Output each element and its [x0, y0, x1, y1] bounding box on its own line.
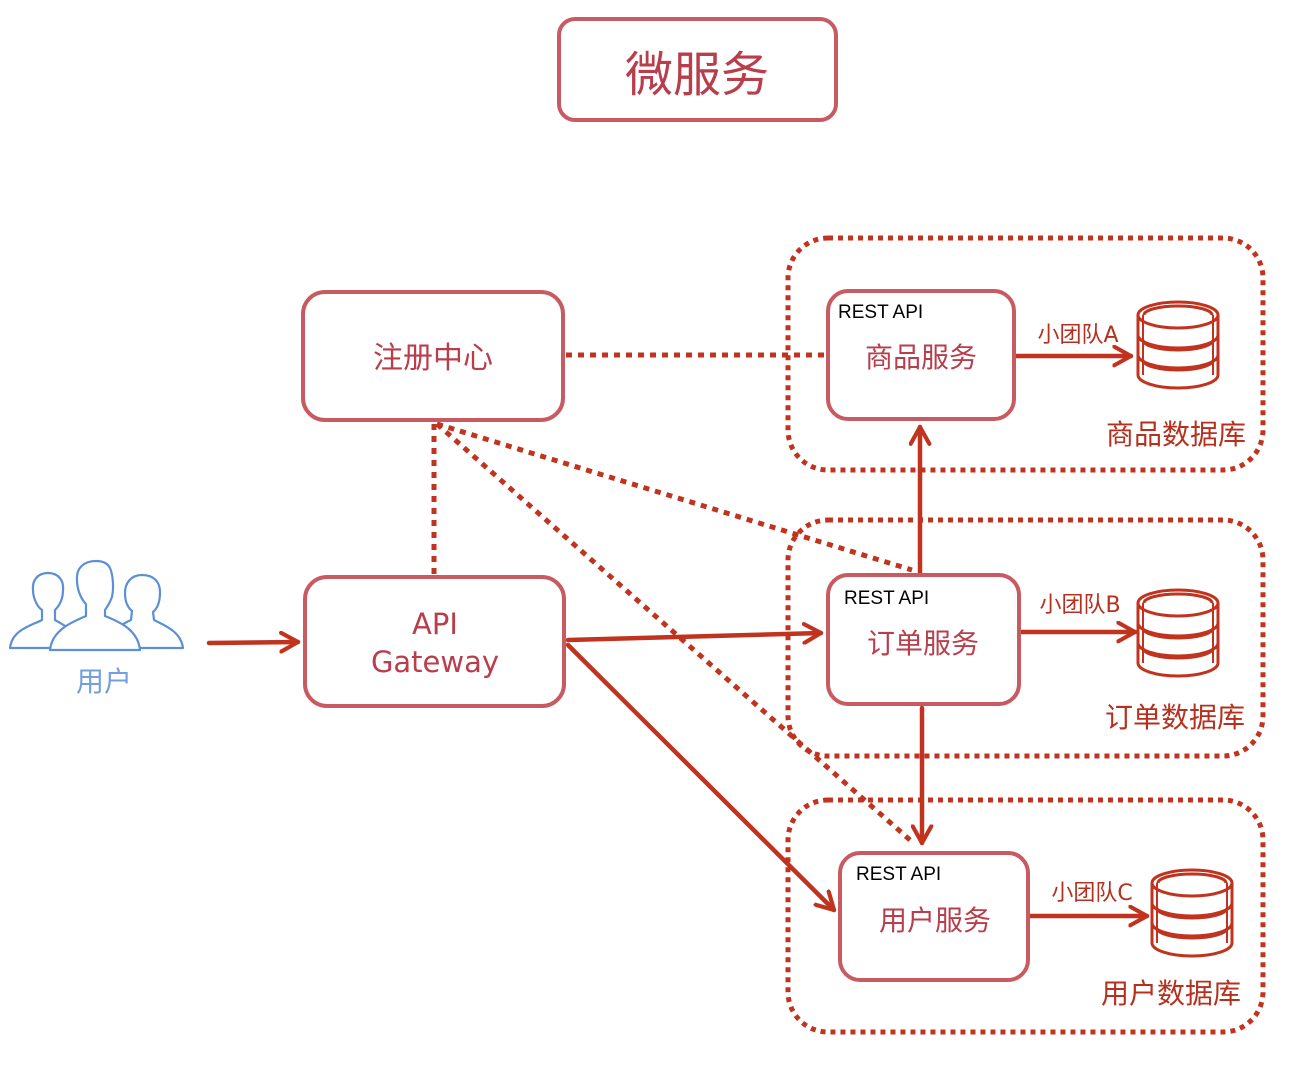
team-c-label: 小团队C [1051, 881, 1132, 906]
user-db-label: 用户数据库 [1101, 977, 1241, 1010]
database-icon [1136, 300, 1220, 390]
title-box: 微服务 [557, 17, 838, 122]
database-icon-stroke [1136, 315, 1220, 390]
database-icon-stroke [1155, 927, 1229, 940]
database-icon-stroke [1142, 592, 1214, 604]
gateway-label-line1: API [412, 607, 458, 641]
database-icon-stroke [1142, 304, 1214, 316]
team-a-label: 小团队A [1037, 323, 1118, 348]
product-rest-api-label: REST API [838, 302, 923, 323]
order-database [1136, 588, 1220, 678]
product-service-label: 商品服务 [865, 341, 977, 374]
api-gateway-node[interactable]: API Gateway [303, 575, 566, 708]
registry-node[interactable]: 注册中心 [301, 290, 565, 422]
user-to-gateway-arrow [206, 642, 301, 643]
user-label: 用户 [76, 665, 132, 698]
database-icon [1150, 868, 1234, 958]
user-service-node[interactable]: REST API 用户服务 [838, 851, 1030, 982]
product-db-label: 商品数据库 [1106, 418, 1246, 451]
team-group-a [785, 235, 1266, 473]
gateway-to-order-arrow [565, 633, 824, 640]
database-icon-stroke [1156, 883, 1228, 943]
database-icon-stroke [1155, 907, 1229, 920]
team-group-c [785, 797, 1266, 1035]
database-icon-stroke [1141, 339, 1215, 352]
registry-to-order-link [436, 421, 913, 573]
database-icon [1136, 588, 1220, 678]
registry-links [431, 352, 913, 842]
product-service-node[interactable]: REST API 商品服务 [826, 289, 1016, 421]
user-service-label: 用户服务 [879, 904, 991, 937]
order-service-node[interactable]: REST API 订单服务 [826, 573, 1021, 706]
user-rest-api-label: REST API [856, 864, 941, 885]
team-group-b [785, 517, 1266, 759]
database-icon-stroke [1141, 647, 1215, 660]
database-icon-stroke [1156, 872, 1228, 884]
gateway-to-user-arrow [565, 642, 837, 913]
order-service-label: 订单服务 [867, 627, 979, 660]
title-text: 微服务 [625, 47, 769, 103]
team-b-label: 小团队B [1039, 593, 1120, 618]
product-database [1136, 300, 1220, 390]
database-icon-stroke [1142, 315, 1214, 375]
order-db-label: 订单数据库 [1105, 701, 1245, 734]
gateway-label-line2: Gateway [371, 645, 499, 679]
database-icon-stroke [1136, 603, 1220, 678]
users-group-icon [8, 559, 185, 652]
request-arrows [206, 356, 1150, 916]
database-icon-stroke [1142, 603, 1214, 663]
user-database [1150, 868, 1234, 958]
database-icon-stroke [1150, 883, 1234, 958]
user-actor: 用户 [8, 559, 185, 698]
registry-label: 注册中心 [373, 341, 493, 376]
database-icon-stroke [1141, 627, 1215, 640]
order-rest-api-label: REST API [844, 588, 929, 609]
registry-to-user-link [435, 422, 912, 842]
database-icon-stroke [1141, 359, 1215, 372]
